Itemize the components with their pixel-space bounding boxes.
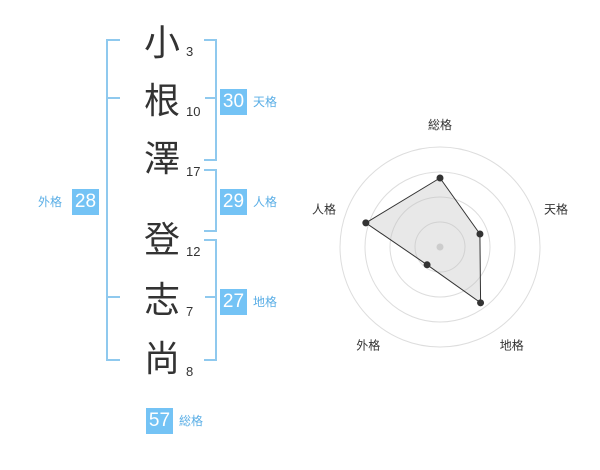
chikaku-label: 地格 xyxy=(253,295,278,309)
name-char-3: 澤 xyxy=(143,139,180,180)
chikaku-bracket-tick xyxy=(205,296,217,298)
jinkaku-bracket xyxy=(204,169,217,232)
tenkaku-bracket-tick xyxy=(205,97,217,99)
radar-axis-label-5: 人格 xyxy=(312,201,336,216)
tenkaku-bracket xyxy=(204,39,217,161)
gaikaku-bracket-tick-upper xyxy=(106,97,120,99)
tenkaku-label: 天格 xyxy=(253,95,278,109)
stroke-count-2: 10 xyxy=(186,104,201,119)
radar-point-4 xyxy=(423,261,431,269)
radar-axis-label-2: 天格 xyxy=(544,201,568,216)
jinkaku-label: 人格 xyxy=(253,195,278,209)
radar-point-5 xyxy=(362,219,370,227)
gaikaku-label: 外格 xyxy=(38,195,63,209)
radar-ring-2 xyxy=(389,196,491,298)
radar-ring-1 xyxy=(414,221,466,273)
radar-axis-label-1: 総格 xyxy=(428,117,452,132)
radar-ring-3 xyxy=(364,171,516,323)
tenkaku-value-badge: 30 xyxy=(220,89,247,115)
soukaku-label: 総格 xyxy=(179,414,204,428)
radar-point-1 xyxy=(436,174,444,182)
radar-point-3 xyxy=(477,299,485,307)
stroke-count-1: 3 xyxy=(186,44,194,59)
name-char-4: 登 xyxy=(143,220,180,261)
radar-axis-label-4: 外格 xyxy=(356,338,380,353)
radar-area xyxy=(364,177,482,304)
stroke-count-6: 8 xyxy=(186,364,194,379)
jinkaku-value-badge: 29 xyxy=(220,189,247,215)
gaikaku-bracket-tick-lower xyxy=(106,296,120,298)
stroke-count-5: 7 xyxy=(186,304,194,319)
chikaku-bracket xyxy=(204,239,217,361)
stroke-count-4: 12 xyxy=(186,244,201,259)
gaikaku-value-badge: 28 xyxy=(72,189,99,215)
radar-center-dot xyxy=(436,243,444,251)
radar-point-2 xyxy=(476,230,484,238)
radar-axis-label-3: 地格 xyxy=(500,338,524,353)
name-char-6: 尚 xyxy=(143,339,180,380)
chikaku-value-badge: 27 xyxy=(220,289,247,315)
gaikaku-bracket xyxy=(106,39,120,361)
soukaku-value-badge: 57 xyxy=(146,408,173,434)
radar-ring-4 xyxy=(339,146,541,348)
stroke-count-3: 17 xyxy=(186,164,201,179)
name-char-2: 根 xyxy=(143,81,180,122)
name-char-5: 志 xyxy=(143,280,180,321)
name-char-1: 小 xyxy=(143,23,180,64)
